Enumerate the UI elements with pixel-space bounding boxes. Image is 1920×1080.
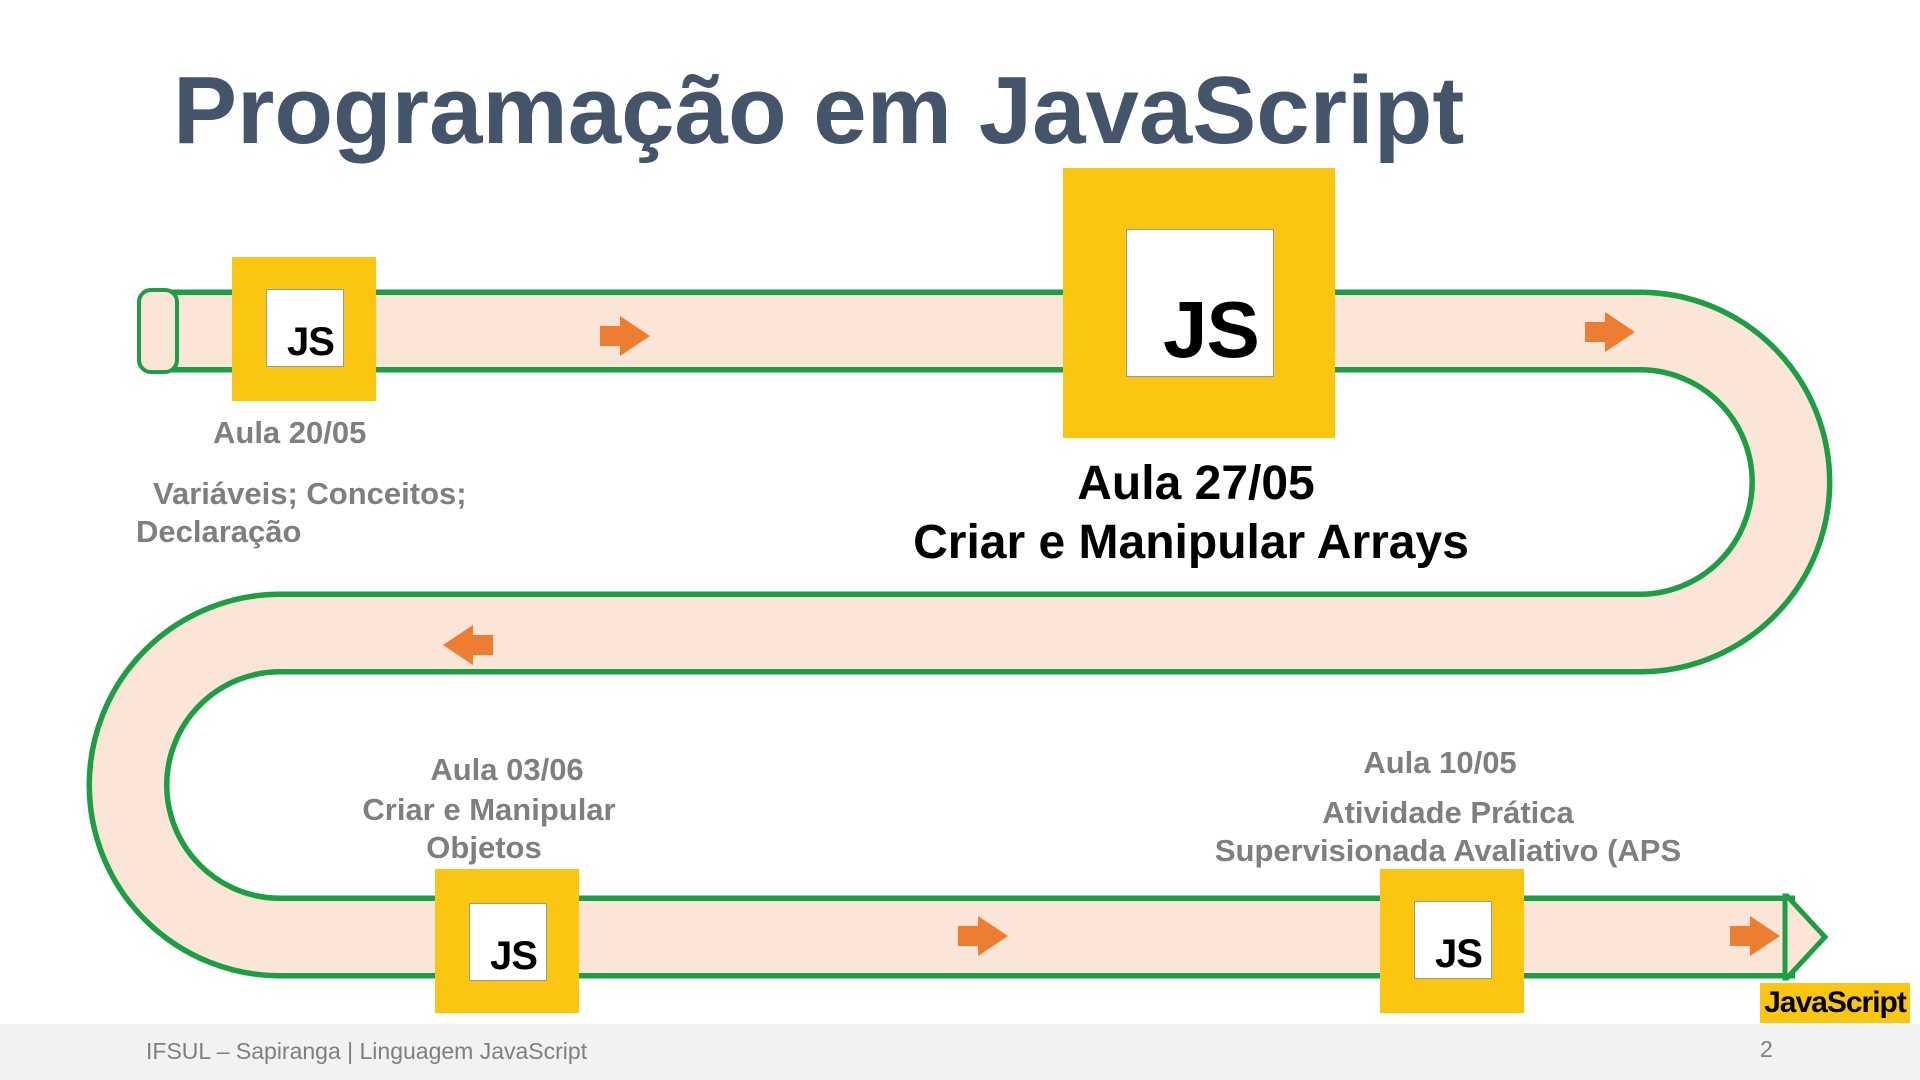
js-badge-label: JS	[490, 934, 538, 978]
lesson-topic: Supervisionada Avaliativo (APS	[1214, 833, 1682, 868]
js-badge-icon: JS	[1380, 869, 1524, 1013]
lesson-date: Aula 10/05	[1363, 745, 1517, 780]
js-badge-label: JS	[287, 320, 335, 364]
arrow-left-icon	[443, 625, 493, 665]
lesson-topic: Variáveis; Conceitos;	[153, 476, 467, 511]
lesson-topic: Declaração	[136, 514, 302, 549]
lesson-date: Aula 27/05	[1077, 457, 1315, 510]
lesson-topic: Atividade Prática	[1322, 795, 1574, 830]
javascript-logo: JavaScript	[1760, 983, 1910, 1023]
js-badge-label: JS	[1163, 285, 1260, 374]
js-badge-label: JS	[1435, 932, 1483, 976]
arrow-right-icon	[1585, 312, 1635, 352]
lesson-date: Aula 20/05	[213, 415, 367, 450]
lesson-topic: Criar e Manipular	[362, 792, 616, 827]
lesson-topic: Objetos	[426, 830, 542, 865]
footer-text: IFSUL – Sapiranga | Linguagem JavaScript	[146, 1038, 588, 1064]
road-end-arrow-head	[1782, 893, 1829, 981]
js-badge-icon: JS	[1063, 168, 1335, 438]
arrow-right-icon	[958, 916, 1008, 956]
road-start-cap	[137, 288, 179, 374]
page-number: 2	[1760, 1036, 1773, 1062]
arrow-right-icon	[1730, 916, 1780, 956]
js-badge-icon: JS	[232, 257, 376, 401]
slide-title: Programação em JavaScript	[173, 57, 1465, 164]
lesson-topic: Criar e Manipular Arrays	[913, 516, 1469, 569]
footer-bar	[0, 1024, 1920, 1080]
arrow-right-icon	[600, 316, 650, 356]
lesson-date: Aula 03/06	[430, 752, 584, 787]
js-badge-icon: JS	[435, 869, 579, 1013]
